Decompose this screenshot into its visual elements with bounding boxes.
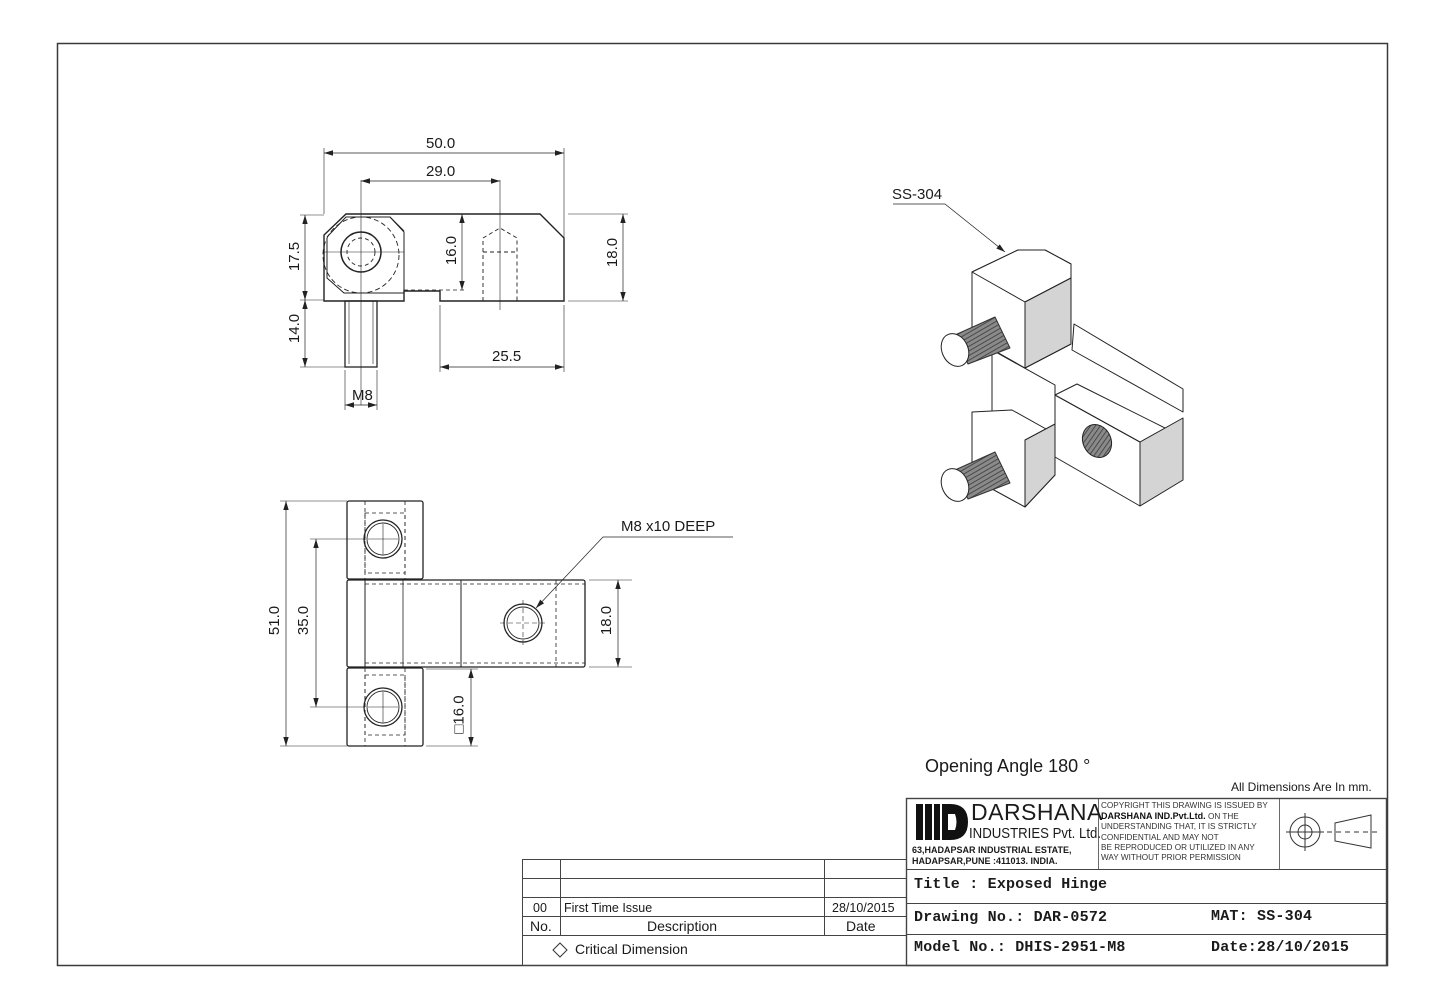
copyright-line: WAY WITHOUT PRIOR PERMISSION [1101,853,1241,863]
first-angle-projection-icon [1286,813,1377,851]
isometric-view [893,203,1184,508]
copyright-notice: COPYRIGHT THIS DRAWING IS ISSUED BY DARS… [1101,801,1268,863]
opening-angle-note: Opening Angle 180 ° [925,756,1091,776]
drawing-title: Title : Exposed Hinge [914,876,1108,893]
copyright-line: UNDERSTANDING THAT, IT IS STRICTLY [1101,822,1257,832]
dim-leaf-width: 18.0 [598,605,616,636]
dim-overall-width: 50.0 [426,135,456,152]
company-logo-icon [916,804,968,840]
top-view [280,500,733,747]
rev-row-description: First Time Issue [564,901,653,915]
copyright-line: BE REPRODUCED OR UTILIZED IN ANY [1101,842,1255,852]
dim-pin-spacing: 35.0 [295,605,313,636]
dim-right-height: 18.0 [604,237,622,268]
rev-header-date: Date [846,918,876,934]
material: MAT: SS-304 [1211,908,1313,925]
rev-header-no: No. [530,918,552,934]
dim-step-width: 25.5 [492,348,522,365]
copyright-text: ON THE [1205,812,1239,822]
revision-table [522,859,907,966]
rev-row-date: 28/10/2015 [832,901,895,915]
dim-left-height: 17.5 [286,241,304,272]
critical-dimension-legend: Critical Dimension [575,941,688,957]
dim-inner-height: 16.0 [443,235,461,266]
company-address-line1: 63,HADAPSAR INDUSTRIAL ESTATE, [912,845,1072,855]
rev-header-description: Description [647,918,718,934]
material-callout: SS-304 [892,186,943,203]
diamond-icon [552,942,568,958]
dim-pin-thread: M8 [352,387,373,404]
company-name: DARSHANA [971,799,1103,825]
copyright-line: DARSHANA IND.Pvt.Ltd. ON THE [1101,811,1268,822]
title-block [905,797,1388,967]
tapped-hole-callout: M8 x10 DEEP [621,518,716,535]
front-view [300,148,628,410]
drawing-date: Date:28/10/2015 [1211,939,1350,956]
copyright-line: CONFIDENTIAL AND MAY NOT [1101,832,1219,842]
drawing-number: Drawing No.: DAR-0572 [914,909,1108,926]
copyright-line: COPYRIGHT THIS DRAWING IS ISSUED BY [1101,801,1268,810]
company-subtitle: INDUSTRIES Pvt. Ltd. [969,825,1102,842]
dim-knuckle-square: □16.0 [450,695,468,734]
units-note: All Dimensions Are In mm. [1231,780,1372,794]
rev-row-no: 00 [533,901,547,915]
dim-overall-height: 51.0 [266,605,284,636]
model-number: Model No.: DHIS-2951-M8 [914,939,1126,956]
dim-hole-spacing: 29.0 [426,163,456,180]
dim-pin-length: 14.0 [286,313,304,344]
copyright-company: DARSHANA IND.Pvt.Ltd. [1101,811,1206,822]
company-address-line2: HADAPSAR,PUNE :411013. INDIA. [912,856,1058,866]
